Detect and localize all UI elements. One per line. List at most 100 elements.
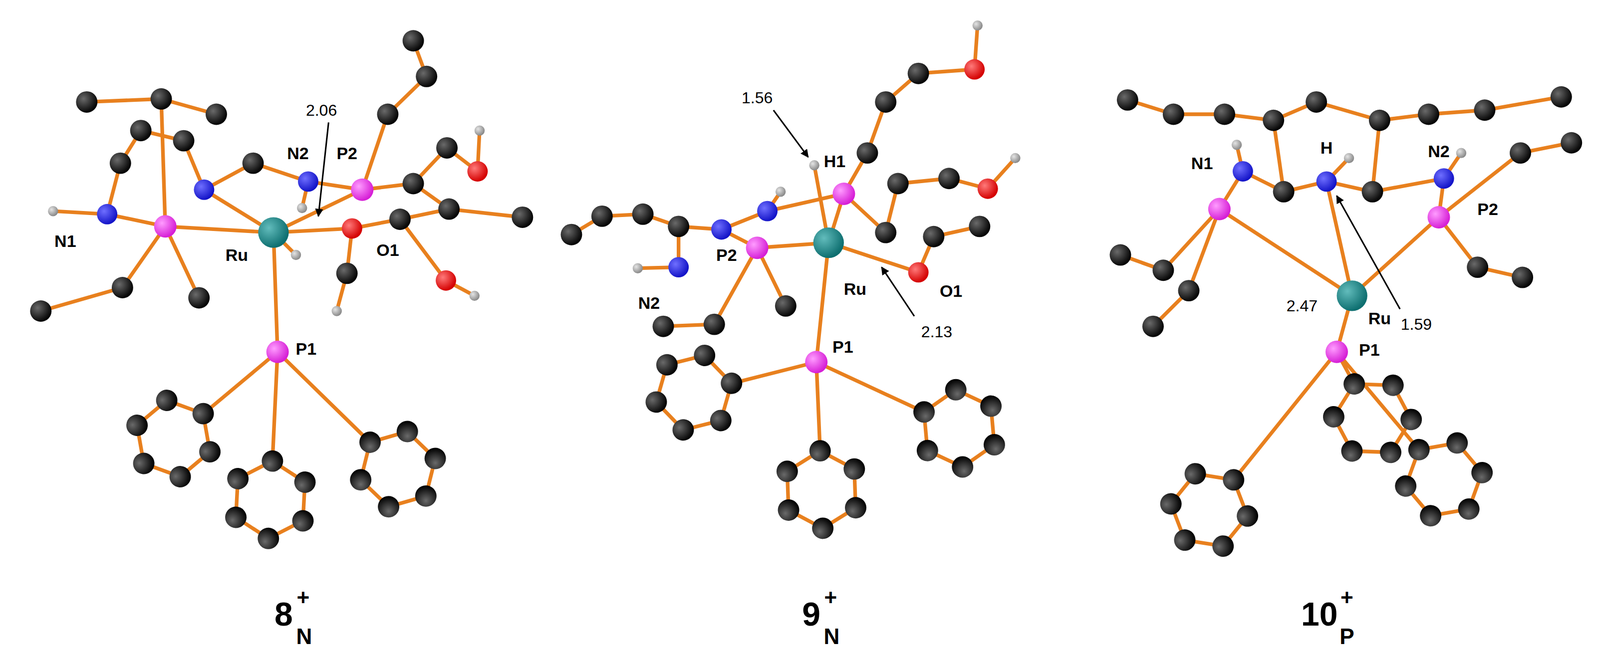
atom-ball <box>350 178 374 202</box>
bond-sticks <box>40 40 523 462</box>
atom-group <box>1109 86 1583 364</box>
bond-length: 2.47 <box>1285 297 1319 314</box>
bond-sticks <box>1120 96 1572 481</box>
atom-ball <box>193 179 215 201</box>
atom-ball <box>968 215 991 238</box>
atom-ball <box>972 20 983 31</box>
atom-ball <box>467 161 488 182</box>
atom-label: P2 <box>715 246 739 264</box>
atom-group <box>560 20 1024 541</box>
atom-ball <box>1162 103 1185 126</box>
charge-subscript-mark: + <box>1340 586 1354 609</box>
atom-label: P1 <box>294 340 318 358</box>
atom-ball <box>290 250 301 261</box>
atom-ball <box>341 218 363 239</box>
atom-label: P1 <box>831 338 855 356</box>
atom-ball <box>173 130 195 152</box>
atom-ball <box>1213 103 1236 126</box>
atom-ball <box>667 215 690 238</box>
leader-arrow <box>773 110 809 158</box>
atom-ball <box>775 295 797 317</box>
atom-ball <box>1433 168 1455 189</box>
leader-arrow <box>881 267 915 317</box>
compound-number: 10 <box>1301 597 1338 631</box>
atom-ball <box>1109 244 1132 267</box>
charge-subscript-mark: + <box>296 586 310 609</box>
atom-ball <box>1116 89 1139 111</box>
atom-ball <box>29 300 52 322</box>
atom-group <box>29 29 534 363</box>
charge-subscript-mark: N <box>295 625 312 648</box>
atom-ball <box>1336 280 1367 311</box>
atom-ball <box>415 65 438 88</box>
bond-length: 2.06 <box>304 102 338 119</box>
phenyl-ring <box>223 448 318 552</box>
atom-ball <box>435 270 457 291</box>
phenyl-ring <box>107 372 241 505</box>
atom-ball <box>591 205 613 228</box>
charge-subscript-mark: N <box>823 625 840 648</box>
atom-ball <box>331 305 342 316</box>
compound-number: 8 <box>274 597 293 631</box>
atom-ball <box>977 178 999 200</box>
atom-ball <box>511 206 534 229</box>
atom-label: P1 <box>1357 341 1381 359</box>
atom-ball <box>188 286 210 309</box>
atom-label: Ru <box>224 246 250 264</box>
atom-ball <box>1178 279 1200 302</box>
atom-ball <box>1010 153 1021 164</box>
atom-ball <box>775 186 786 197</box>
atom-group <box>1109 86 1583 577</box>
atom-label: O1 <box>375 241 400 259</box>
atom-label: N2 <box>637 294 661 312</box>
atom-ball <box>938 167 960 190</box>
atom-ball <box>746 236 769 260</box>
atom-ball <box>874 91 897 113</box>
atom-ball <box>908 262 929 283</box>
atom-label: Ru <box>842 280 868 298</box>
atom-ball <box>438 198 460 221</box>
atom-ball <box>1550 86 1573 108</box>
atom-ball <box>1456 147 1467 158</box>
atom-label: H <box>1319 139 1334 157</box>
phenyl-ring <box>1143 443 1276 577</box>
phenyl-ring <box>895 367 1024 490</box>
atom-ball <box>436 137 458 159</box>
atom-ball <box>1560 132 1583 154</box>
atom-ball <box>109 152 132 175</box>
atom-ball <box>1262 109 1285 132</box>
atom-ball <box>652 315 675 338</box>
atom-ball <box>376 103 399 126</box>
bond-length: 1.56 <box>740 89 774 106</box>
atom-ball <box>1427 206 1450 229</box>
atom-ball <box>402 173 425 195</box>
atom-ball <box>1316 171 1337 192</box>
atom-ball <box>757 201 778 222</box>
atom-ball <box>808 160 819 171</box>
atom-ball <box>1368 109 1391 132</box>
atom-ball <box>1361 181 1384 203</box>
leader-arrow <box>318 122 329 217</box>
atom-label: N2 <box>285 144 310 162</box>
atom-ball <box>266 340 289 364</box>
atom-ball <box>1417 103 1440 126</box>
atom-ball <box>632 263 643 273</box>
atom-ball <box>887 173 909 195</box>
atom-ball <box>856 142 878 164</box>
atom-ball <box>1305 91 1328 113</box>
atom-ball <box>1511 266 1534 289</box>
atom-ball <box>668 257 689 278</box>
compound-number: 9 <box>801 597 821 631</box>
atom-ball <box>336 262 358 284</box>
atom-ball <box>258 217 289 248</box>
atom-ball <box>242 152 265 175</box>
atom-ball <box>296 203 307 214</box>
atom-ball <box>1231 139 1242 150</box>
charge-subscript-mark: + <box>823 586 837 609</box>
atom-ball <box>560 224 583 246</box>
phenyl-ring <box>635 337 753 448</box>
atom-label: H1 <box>822 152 847 170</box>
atom-ball <box>469 290 480 301</box>
phenyl-ring <box>1310 353 1435 483</box>
